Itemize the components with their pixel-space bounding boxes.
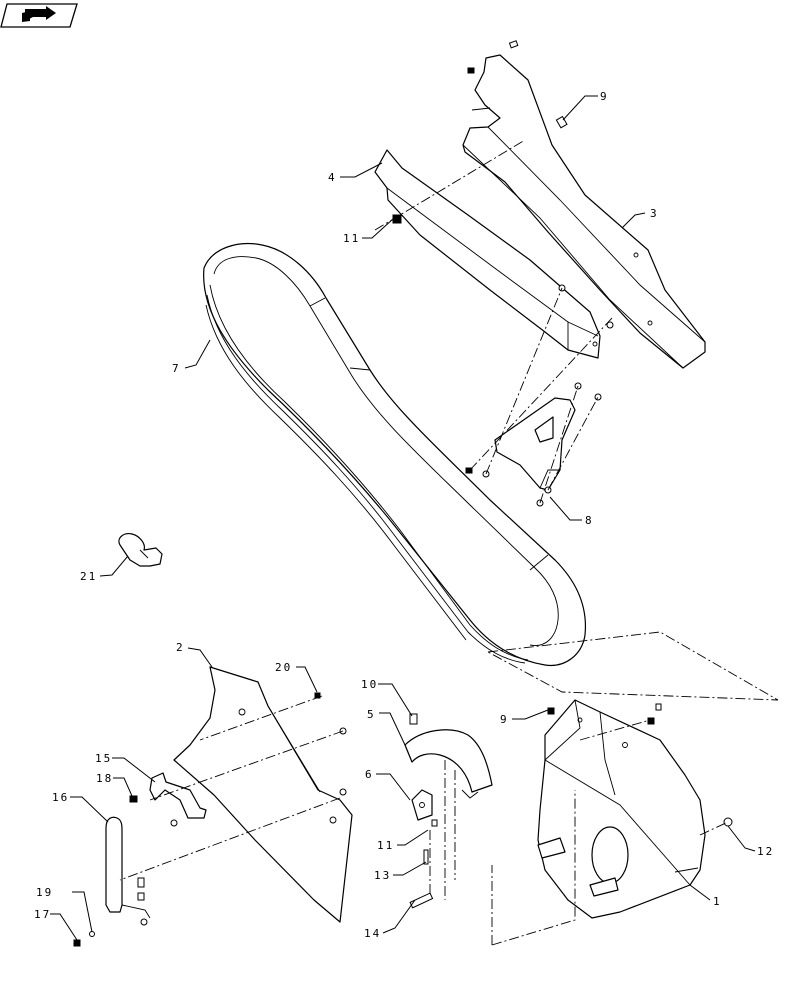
part-8-bracket (494, 397, 576, 491)
part-21-knob (118, 533, 163, 567)
callout-12: 12 (757, 845, 774, 858)
assembly-centerlines (119, 139, 779, 946)
callout-9-bottom: 9 (500, 713, 509, 726)
callout-11-top: 11 (343, 232, 360, 245)
callout-2: 2 (176, 641, 185, 654)
callout-9-top: 9 (600, 90, 609, 103)
part-5-half-shell (404, 729, 493, 799)
part-2-lower-shield (173, 666, 353, 923)
callout-6: 6 (365, 768, 374, 781)
callout-leaders (50, 95, 756, 941)
page-forward-arrow-icon[interactable] (0, 3, 78, 28)
part-1-housing (537, 699, 706, 919)
callout-16: 16 (52, 791, 69, 804)
part-15-clip-bracket (149, 772, 207, 819)
callout-8: 8 (585, 514, 594, 527)
hardware-fasteners (73, 40, 733, 947)
part-16-rod (105, 816, 151, 919)
part-3-belt-cover (462, 54, 706, 369)
callout-4: 4 (328, 171, 337, 184)
callout-labels: 1 2 3 4 5 6 7 8 9 9 10 11 11 12 13 14 15… (34, 90, 774, 940)
callout-18: 18 (96, 772, 113, 785)
part-6-tab (411, 789, 433, 821)
callout-7: 7 (172, 362, 181, 375)
callout-21: 21 (80, 570, 97, 583)
callout-5: 5 (367, 708, 376, 721)
callout-15: 15 (95, 752, 112, 765)
callout-1: 1 (713, 895, 722, 908)
callout-14: 14 (364, 927, 381, 940)
callout-20: 20 (275, 661, 292, 674)
callout-13: 13 (374, 869, 391, 882)
callout-19: 19 (36, 886, 53, 899)
callout-17: 17 (34, 908, 51, 921)
callout-11-bottom: 11 (377, 839, 394, 852)
callout-10: 10 (361, 678, 378, 691)
part-7-drive-belt (203, 242, 587, 666)
callout-3: 3 (650, 207, 659, 220)
